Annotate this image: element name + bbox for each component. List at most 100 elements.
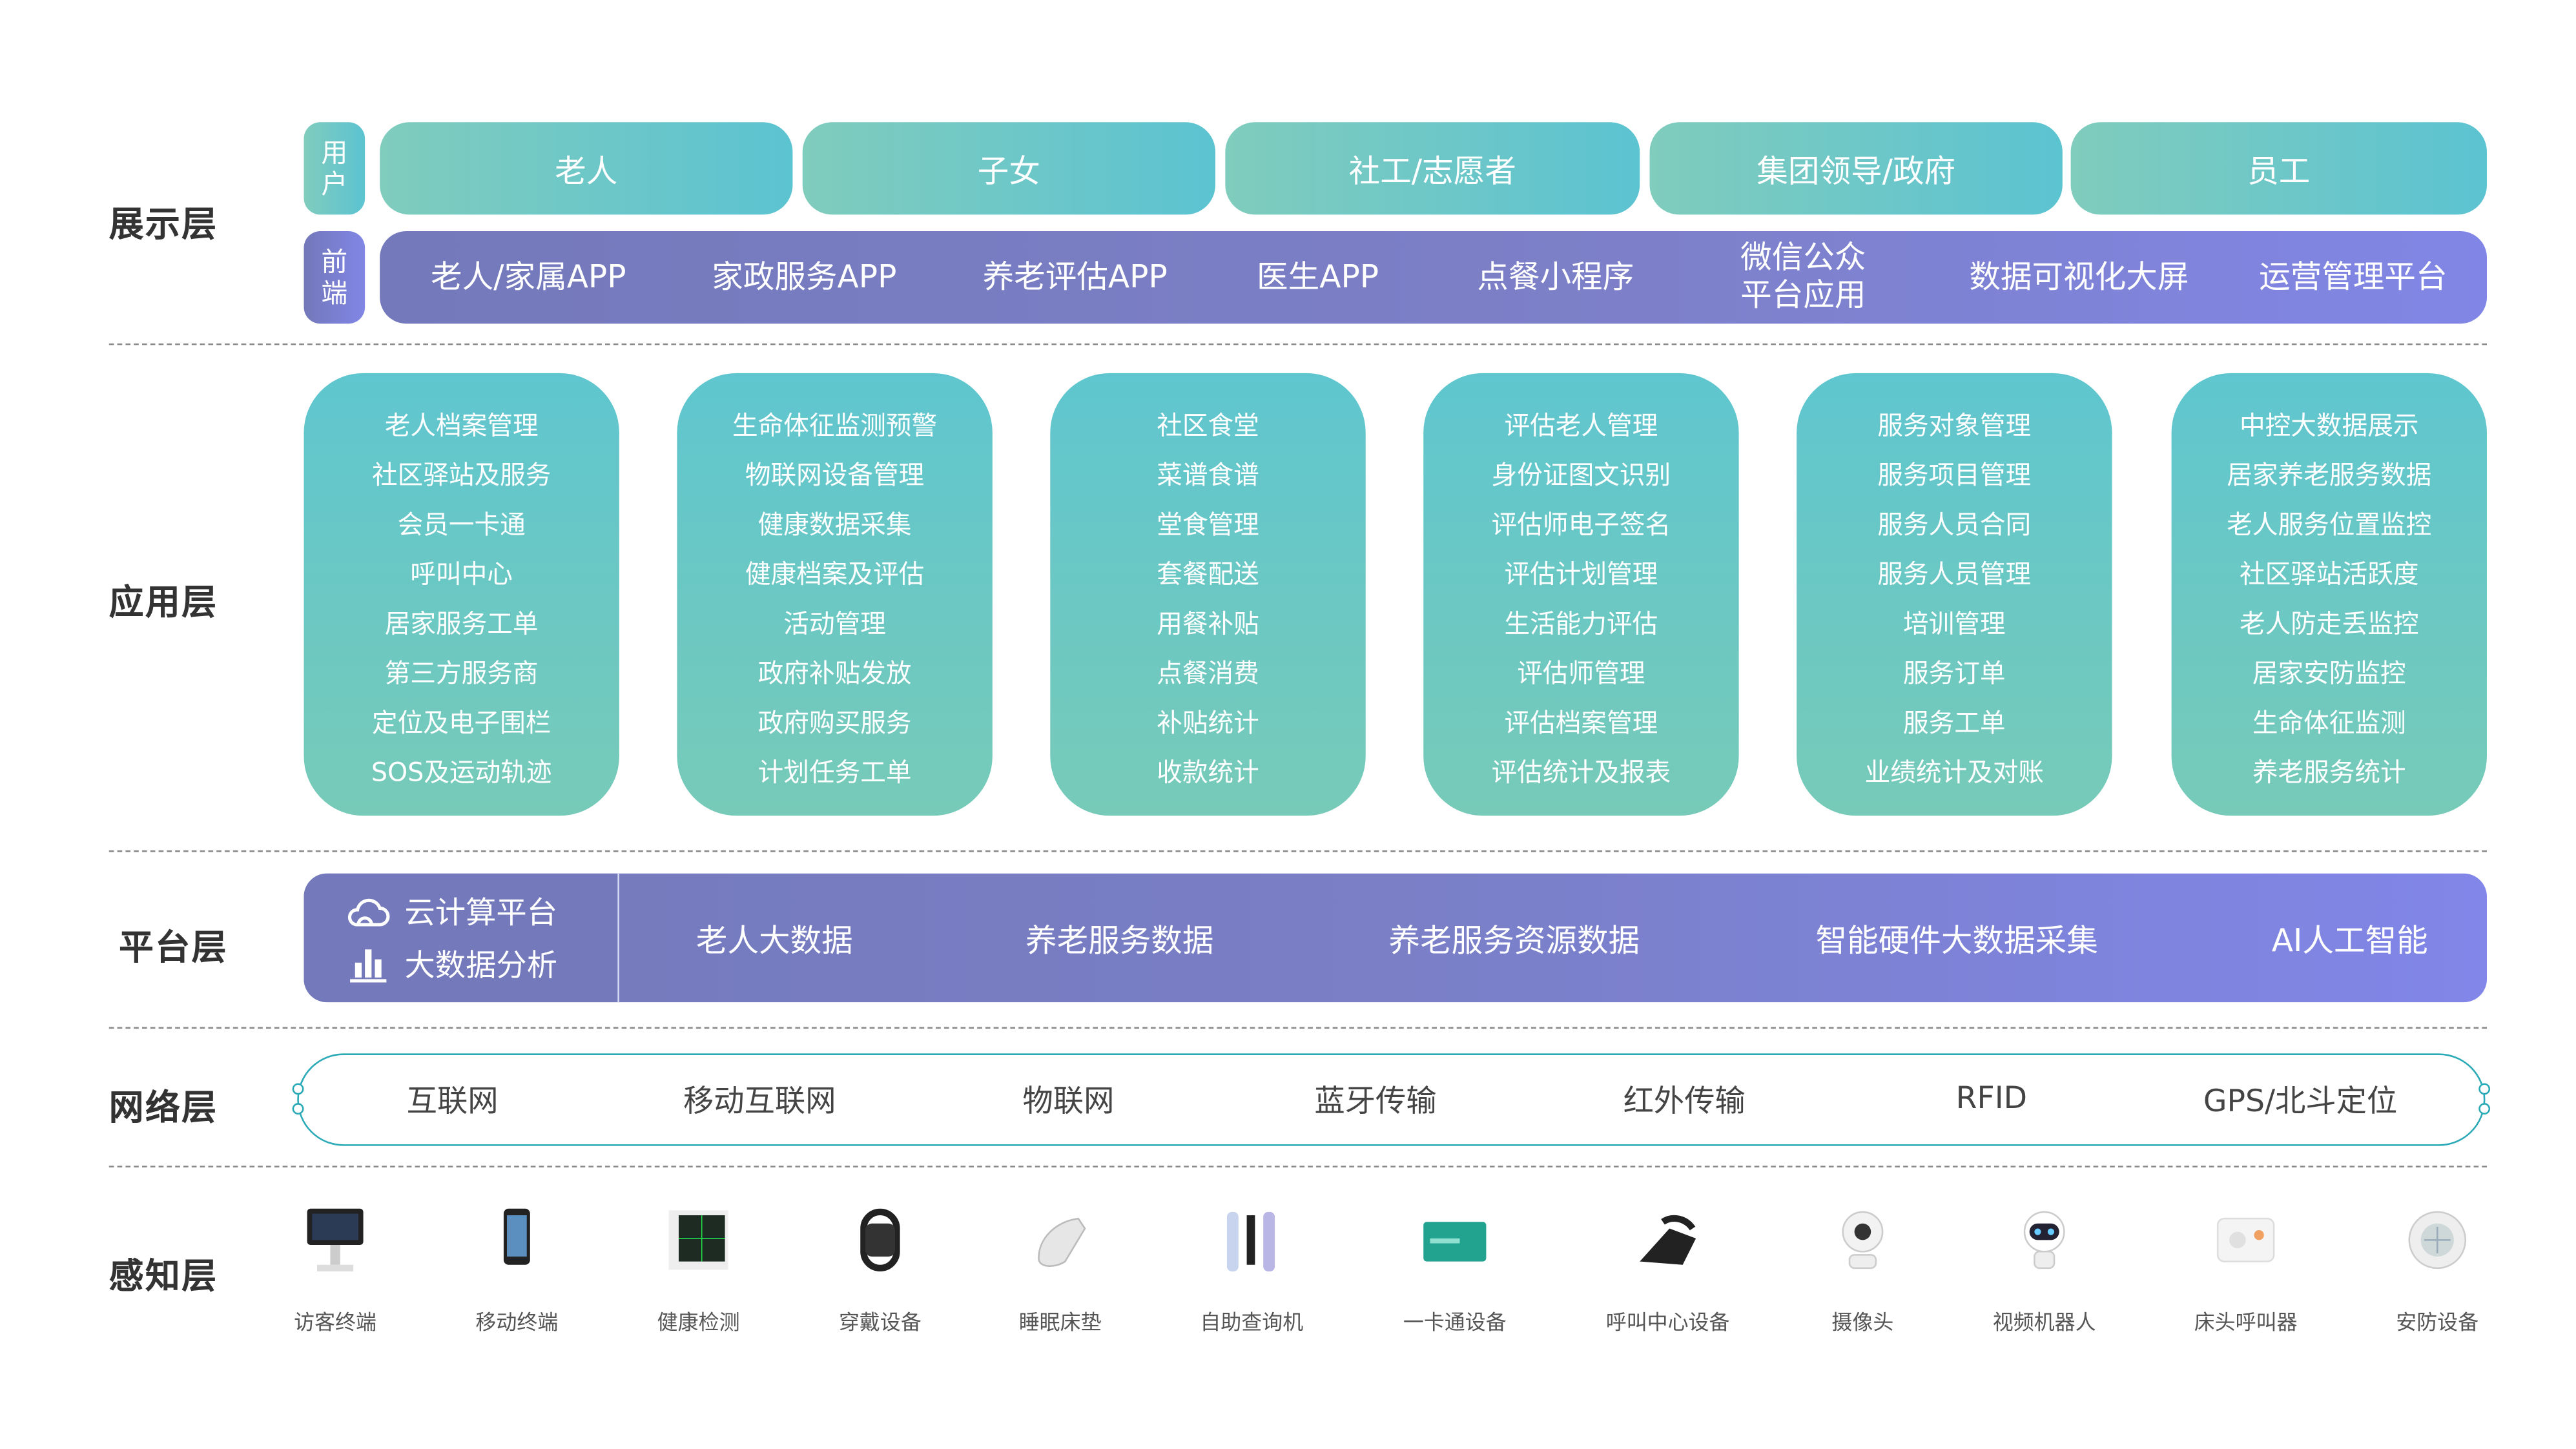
module-feature: 居家安防监控 xyxy=(2252,659,2406,689)
module-feature: 政府补贴发放 xyxy=(757,659,912,689)
device-item: 健康检测 xyxy=(616,1198,781,1335)
kiosk-query-icon xyxy=(1226,1211,1275,1271)
divider xyxy=(108,343,2487,345)
module-feature: 评估师电子签名 xyxy=(1491,510,1671,540)
module-feature: 呼叫中心 xyxy=(410,559,513,590)
security-sensor-icon xyxy=(2408,1211,2467,1269)
device-item: 摄像头 xyxy=(1780,1198,1946,1335)
cloud-platform-label: 云计算平台 xyxy=(404,896,558,932)
module-feature: 第三方服务商 xyxy=(384,659,539,689)
module-feature: 菜谱食谱 xyxy=(1157,460,1259,491)
connector-knob xyxy=(2478,1083,2491,1095)
module-feature: 服务对象管理 xyxy=(1877,411,2032,441)
module-feature: 活动管理 xyxy=(783,609,886,639)
module-feature: 服务订单 xyxy=(1903,659,2006,689)
platform-core: 云计算平台 大数据分析 xyxy=(304,873,619,1003)
module-feature: 点餐消费 xyxy=(1157,659,1259,689)
connector-knob xyxy=(291,1083,304,1095)
device-label: 穿戴设备 xyxy=(838,1309,922,1335)
layer-label-platform: 平台层 xyxy=(119,928,228,968)
frontend-tag: 前端 xyxy=(304,231,366,324)
frontend-item: 老人/家属APP xyxy=(430,258,626,295)
platform-item: 智能硬件大数据采集 xyxy=(1815,922,2098,959)
network-item: 红外传输 xyxy=(1623,1084,1746,1119)
frontend-item: 微信公众 平台应用 xyxy=(1740,239,1866,314)
application-module-card: 社区食堂菜谱食谱堂食管理套餐配送用餐补贴点餐消费补贴统计收款统计 xyxy=(1050,373,1366,816)
module-feature: 用餐补贴 xyxy=(1157,609,1259,639)
application-module-card: 老人档案管理社区驿站及服务会员一卡通呼叫中心居家服务工单第三方服务商定位及电子围… xyxy=(304,373,619,816)
bedside-caller-icon xyxy=(2216,1217,2275,1262)
kiosk-icon xyxy=(307,1208,364,1271)
layer-label-network: 网络层 xyxy=(108,1088,218,1128)
device-label: 自助查询机 xyxy=(1200,1309,1304,1335)
module-feature: 评估师管理 xyxy=(1517,659,1645,689)
module-feature: 定位及电子围栏 xyxy=(371,708,551,739)
network-item: RFID xyxy=(1955,1081,2028,1116)
module-feature: 生活能力评估 xyxy=(1504,609,1658,639)
device-item: 移动终端 xyxy=(435,1198,600,1335)
frontend-item: 医生APP xyxy=(1257,258,1379,295)
module-feature: 老人服务位置监控 xyxy=(2227,510,2432,540)
sleep-mat-icon xyxy=(1038,1217,1086,1267)
module-feature: 收款统计 xyxy=(1157,757,1259,788)
network-item: GPS/北斗定位 xyxy=(2203,1084,2398,1119)
module-feature: 政府购买服务 xyxy=(757,708,912,739)
layer-label-application: 应用层 xyxy=(108,582,218,623)
user-tag: 用户 xyxy=(304,122,366,215)
module-feature: 居家服务工单 xyxy=(384,609,539,639)
user-box: 员工 xyxy=(2070,122,2487,215)
frontend-item: 数据可视化大屏 xyxy=(1969,258,2189,295)
application-module-card: 中控大数据展示居家养老服务数据老人服务位置监控社区驿站活跃度老人防走丢监控居家安… xyxy=(2171,373,2487,816)
module-feature: 身份证图文识别 xyxy=(1491,460,1671,491)
device-item: 睡眠床垫 xyxy=(978,1198,1143,1335)
module-feature: 评估计划管理 xyxy=(1504,559,1658,590)
device-label: 访客终端 xyxy=(294,1309,377,1335)
device-item: 呼叫中心设备 xyxy=(1585,1198,1751,1335)
module-feature: 生命体征监测预警 xyxy=(732,411,938,441)
module-feature: 社区食堂 xyxy=(1157,411,1259,441)
device-item: 一卡通设备 xyxy=(1372,1198,1538,1335)
module-feature: 评估档案管理 xyxy=(1504,708,1658,739)
platform-bar: 云计算平台 大数据分析 老人大数据养老服务数据养老服务资源数据智能硬件大数据采集… xyxy=(304,873,2487,1003)
module-feature: 社区驿站及服务 xyxy=(371,460,551,491)
layer-label-display: 展示层 xyxy=(108,205,218,245)
frontend-item: 家政服务APP xyxy=(712,258,897,295)
module-feature: 老人档案管理 xyxy=(384,411,539,441)
layer-label-perception: 感知层 xyxy=(108,1256,218,1297)
user-box: 社工/志愿者 xyxy=(1225,122,1640,215)
platform-item: AI人工智能 xyxy=(2271,922,2428,959)
module-feature: 会员一卡通 xyxy=(397,510,526,540)
device-label: 移动终端 xyxy=(475,1309,559,1335)
module-feature: SOS及运动轨迹 xyxy=(371,757,552,788)
device-item: 自助查询机 xyxy=(1169,1198,1334,1335)
module-feature: 服务人员合同 xyxy=(1877,510,2032,540)
bigdata-label: 大数据分析 xyxy=(404,949,558,985)
device-label: 视频机器人 xyxy=(1992,1309,2096,1335)
application-module-card: 服务对象管理服务项目管理服务人员合同服务人员管理培训管理服务订单服务工单业绩统计… xyxy=(1797,373,2112,816)
user-box: 老人 xyxy=(380,122,793,215)
connector-knob xyxy=(291,1103,304,1115)
module-feature: 老人防走丢监控 xyxy=(2240,609,2419,639)
connector-knob xyxy=(2478,1103,2491,1115)
platform-item: 老人大数据 xyxy=(696,922,853,959)
cloud-icon xyxy=(347,898,390,927)
device-item: 床头呼叫器 xyxy=(2163,1198,2329,1335)
network-item: 移动互联网 xyxy=(683,1084,836,1119)
application-module-card: 生命体征监测预警物联网设备管理健康数据采集健康档案及评估活动管理政府补贴发放政府… xyxy=(677,373,993,816)
module-feature: 计划任务工单 xyxy=(757,757,912,788)
device-item: 访客终端 xyxy=(252,1198,418,1335)
camera-icon xyxy=(1842,1211,1884,1269)
divider xyxy=(108,1027,2487,1029)
device-label: 健康检测 xyxy=(657,1309,740,1335)
network-item: 物联网 xyxy=(1022,1084,1115,1119)
call-phone-icon xyxy=(1640,1215,1696,1265)
module-feature: 居家养老服务数据 xyxy=(2227,460,2432,491)
module-feature: 健康档案及评估 xyxy=(745,559,925,590)
module-feature: 中控大数据展示 xyxy=(2240,411,2419,441)
module-feature: 评估老人管理 xyxy=(1504,411,1658,441)
module-feature: 生命体征监测 xyxy=(2252,708,2406,739)
device-item: 安防设备 xyxy=(2354,1198,2520,1335)
module-feature: 套餐配送 xyxy=(1157,559,1259,590)
